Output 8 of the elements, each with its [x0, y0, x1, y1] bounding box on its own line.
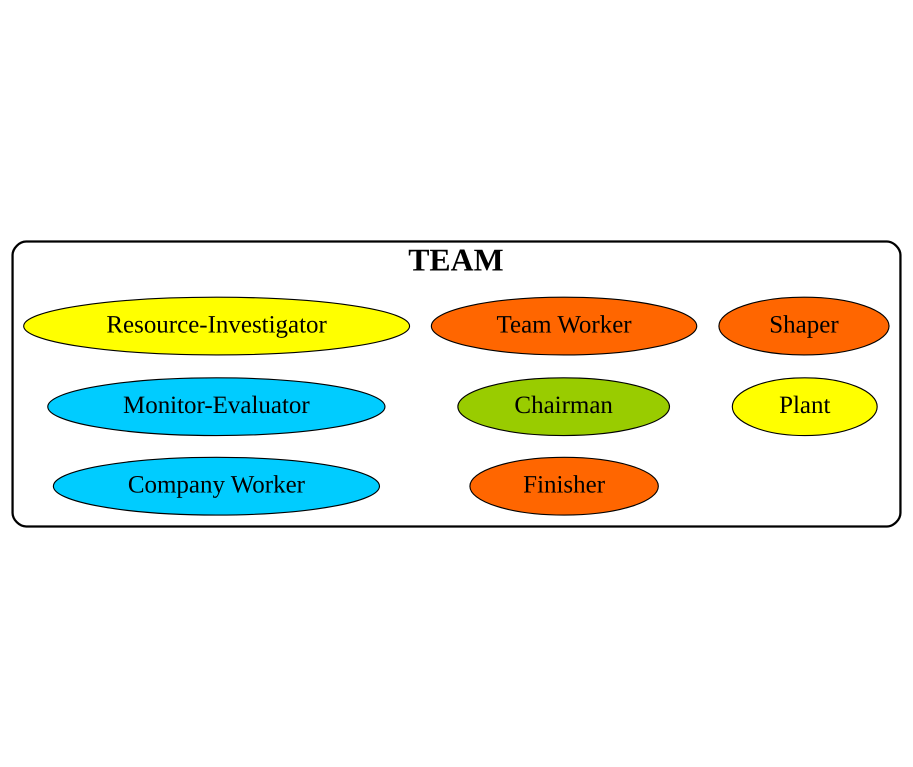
node-ellipse: Monitor-Evaluator: [47, 376, 386, 436]
node-ellipse: Chairman: [457, 376, 670, 436]
node-ellipse: Plant: [732, 376, 878, 436]
node-ellipse: Shaper: [718, 296, 890, 355]
node-ellipse: Company Worker: [52, 456, 380, 516]
node-ellipse: Finisher: [469, 456, 659, 516]
node-ellipse: Team Worker: [430, 296, 698, 355]
node-ellipse: Resource-Investigator: [23, 296, 410, 355]
